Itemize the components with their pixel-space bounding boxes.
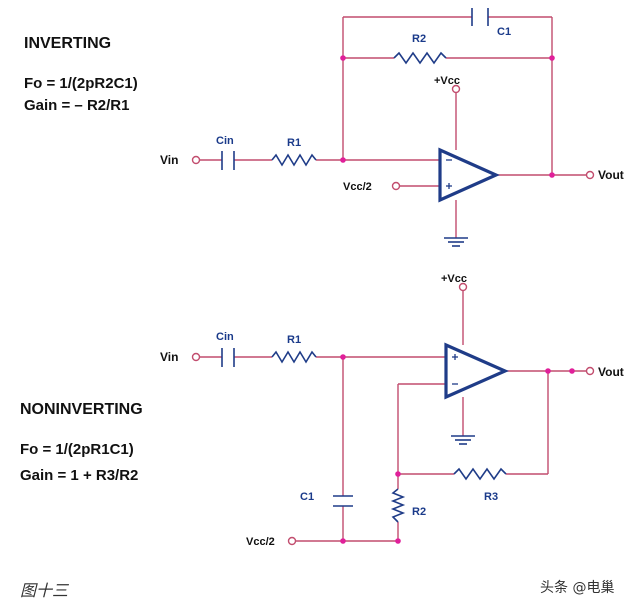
noninverting-title: NONINVERTING <box>20 401 143 418</box>
junction-dot <box>340 538 346 544</box>
noninverting-circuit: NONINVERTING Fo = 1/(2pR1C1) Gain = 1 + … <box>20 273 624 548</box>
inverting-wires <box>200 16 586 238</box>
inverting-title: INVERTING <box>24 35 111 52</box>
ground-icon <box>451 435 475 445</box>
inverting-r2-resistor <box>393 51 447 65</box>
inverting-cin-capacitor <box>221 151 235 170</box>
inverting-vout-label: Vout <box>598 168 624 182</box>
noninverting-vout-label: Vout <box>598 365 624 379</box>
inverting-vin-terminal <box>191 155 201 165</box>
inverting-r1-resistor <box>271 153 317 167</box>
inverting-c1-capacitor <box>471 8 489 26</box>
noninverting-vcc-label: +Vcc <box>441 273 467 285</box>
junction-dot <box>545 368 551 374</box>
inverting-vout-terminal <box>585 170 595 180</box>
inverting-opamp <box>438 147 500 203</box>
inverting-vin-label: Vin <box>160 153 178 167</box>
inverting-c1-label: C1 <box>497 26 511 38</box>
ground-icon <box>444 237 468 247</box>
junction-dot <box>395 538 401 544</box>
inverting-gain-formula: Gain = – R2/R1 <box>24 97 129 114</box>
inverting-vcc-terminal <box>451 84 461 94</box>
noninverting-vin-label: Vin <box>160 350 178 364</box>
noninverting-vcc-half-terminal <box>287 536 297 546</box>
noninverting-r2-resistor <box>390 488 406 523</box>
junction-dot <box>549 172 555 178</box>
noninverting-opamp <box>444 342 509 400</box>
junction-dot <box>340 157 346 163</box>
noninverting-r2-label: R2 <box>412 506 426 518</box>
noninverting-r3-resistor <box>453 467 507 481</box>
noninverting-c1-capacitor <box>333 495 353 507</box>
noninverting-r1-label: R1 <box>287 334 301 346</box>
inverting-vcc-half-label: Vcc/2 <box>343 181 372 193</box>
noninverting-cin-label: Cin <box>216 331 234 343</box>
noninverting-cutoff-formula: Fo = 1/(2pR1C1) <box>20 441 134 458</box>
noninverting-vout-terminal <box>585 366 595 376</box>
inverting-cutoff-formula: Fo = 1/(2pR2C1) <box>24 75 138 92</box>
figure-caption: 图十三 <box>20 582 70 600</box>
inverting-r1-label: R1 <box>287 137 301 149</box>
junction-dot <box>340 55 346 61</box>
watermark: 头条 @电巢 <box>540 579 614 596</box>
noninverting-gain-formula: Gain = 1 + R3/R2 <box>20 467 138 484</box>
noninverting-vin-terminal <box>191 352 201 362</box>
noninverting-vcc-terminal <box>458 282 468 292</box>
junction-dot <box>569 368 575 374</box>
junction-dot <box>549 55 555 61</box>
noninverting-cin-capacitor <box>221 348 235 367</box>
inverting-r2-label: R2 <box>412 33 426 45</box>
junction-dot <box>395 471 401 477</box>
junction-dot <box>340 354 346 360</box>
noninverting-vcc-half-label: Vcc/2 <box>246 536 275 548</box>
noninverting-r1-resistor <box>271 350 317 364</box>
inverting-vcc-half-terminal <box>391 181 401 191</box>
noninverting-r3-label: R3 <box>484 491 498 503</box>
inverting-vcc-label: +Vcc <box>434 75 460 87</box>
inverting-cin-label: Cin <box>216 135 234 147</box>
noninverting-wires <box>200 291 586 542</box>
inverting-circuit: INVERTING Fo = 1/(2pR2C1) Gain = – R2/R1… <box>24 8 624 247</box>
noninverting-c1-label: C1 <box>300 491 314 503</box>
